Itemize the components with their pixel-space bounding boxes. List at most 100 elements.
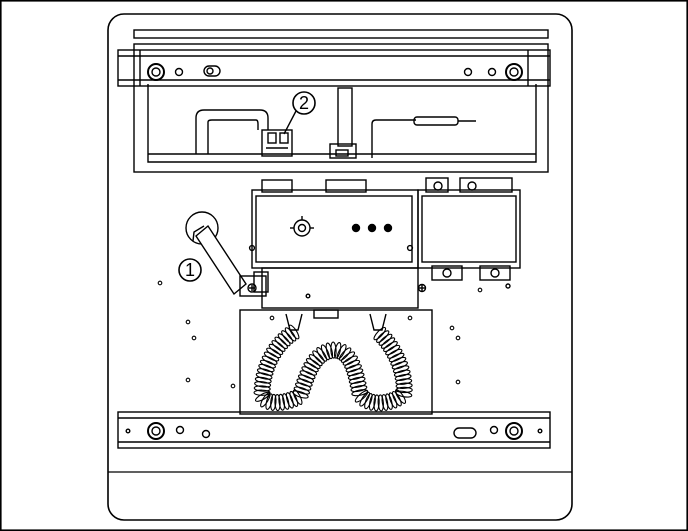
- coil-turn: [385, 344, 401, 356]
- coil-turn: [338, 347, 352, 361]
- coil-turn: [256, 368, 274, 376]
- coil-turn: [387, 348, 403, 359]
- coil-turn: [258, 363, 275, 373]
- coil-turn: [380, 337, 396, 349]
- cabinet-panel: [107, 13, 573, 521]
- coil-turn: [359, 391, 371, 407]
- coil-turn: [391, 361, 408, 370]
- coil-turn: [297, 374, 315, 383]
- coil-turn: [333, 342, 342, 359]
- coil-turn: [299, 370, 316, 380]
- coil-turn: [347, 372, 365, 381]
- coil-turn: [345, 364, 362, 373]
- coil-turn: [270, 393, 277, 411]
- coil-turn: [292, 389, 303, 406]
- screw: [417, 283, 427, 293]
- coil-turn: [392, 365, 410, 374]
- coil-turn: [282, 393, 290, 410]
- coil-turn: [285, 392, 294, 409]
- coil-turn: [330, 341, 337, 359]
- coil-turn: [278, 393, 286, 411]
- coil-turn: [354, 390, 369, 403]
- coil-turn: [388, 392, 398, 409]
- adjust-knob: [293, 219, 311, 237]
- callout-1-label: 1: [185, 260, 195, 280]
- coil-turn: [265, 393, 273, 410]
- coil-turn: [395, 378, 413, 385]
- coil-turn: [394, 373, 412, 381]
- coil-turn: [348, 376, 366, 385]
- coil-turn: [294, 382, 312, 391]
- coil-turn: [254, 376, 272, 384]
- callout-2-label: 2: [299, 93, 309, 113]
- panel-holes: [157, 280, 483, 389]
- coil-turn: [274, 336, 288, 350]
- coil-turn: [312, 350, 325, 364]
- coil-turn: [254, 381, 272, 388]
- coil-turn: [340, 351, 356, 363]
- coil-turn: [296, 378, 313, 387]
- coil-turn: [277, 333, 291, 347]
- rail-bolt: [147, 63, 165, 81]
- coil-turn: [259, 359, 276, 369]
- coil-turn: [274, 394, 281, 412]
- coil-turn: [390, 356, 407, 366]
- coil-turn: [393, 369, 411, 378]
- coil-turn: [383, 341, 398, 353]
- heater-coil: [253, 324, 413, 412]
- screw: [406, 244, 414, 252]
- coil-turn: [268, 343, 284, 355]
- coil-turn: [342, 355, 358, 366]
- coil-turn: [284, 327, 297, 342]
- coil-turn: [261, 355, 278, 365]
- coil-turn: [395, 390, 413, 398]
- lever-handle: [185, 211, 269, 297]
- coil-turn: [373, 326, 387, 341]
- coil-turn: [271, 340, 286, 352]
- coil-turn: [263, 351, 280, 362]
- coil-turn: [377, 394, 384, 412]
- upper-compartment: [133, 29, 549, 173]
- piping: [195, 87, 476, 159]
- coil-turn: [305, 358, 321, 370]
- upper-rail: [117, 49, 551, 87]
- coil-turn: [395, 386, 413, 394]
- coil-turn: [308, 354, 323, 367]
- coil-turn: [325, 342, 334, 360]
- rail-bolt: [147, 422, 165, 440]
- coil-turn: [266, 347, 282, 359]
- coil-turn: [349, 380, 367, 389]
- coil-turn: [388, 352, 405, 363]
- coil-turn: [255, 372, 273, 380]
- coil-turn: [350, 385, 368, 393]
- coil-turn: [378, 333, 393, 346]
- coil-turn: [303, 362, 319, 373]
- coil-turn: [381, 394, 389, 411]
- coil-turn: [288, 324, 300, 340]
- coil-turn: [336, 344, 347, 360]
- coil-turn: [281, 330, 294, 344]
- coil-turn: [292, 390, 309, 399]
- coil-turn: [395, 382, 413, 389]
- lower-rail: [117, 411, 551, 449]
- coil-turn: [391, 390, 402, 407]
- coil-turn: [301, 366, 318, 376]
- rail-bolt: [505, 422, 523, 440]
- transformer: [417, 177, 521, 289]
- callout-2: 2: [283, 91, 316, 135]
- coil-turn: [385, 393, 393, 410]
- screw: [248, 244, 256, 252]
- coil-turn: [344, 359, 361, 369]
- coil-turn: [320, 344, 330, 361]
- heater-housing: [239, 309, 433, 415]
- rail-bolt: [505, 63, 523, 81]
- control-box: [251, 179, 419, 309]
- coil-turn: [376, 330, 390, 343]
- coil-turn: [293, 386, 310, 395]
- coil-turn: [373, 394, 380, 412]
- coil-turn: [260, 392, 271, 408]
- coil-turn: [368, 393, 376, 411]
